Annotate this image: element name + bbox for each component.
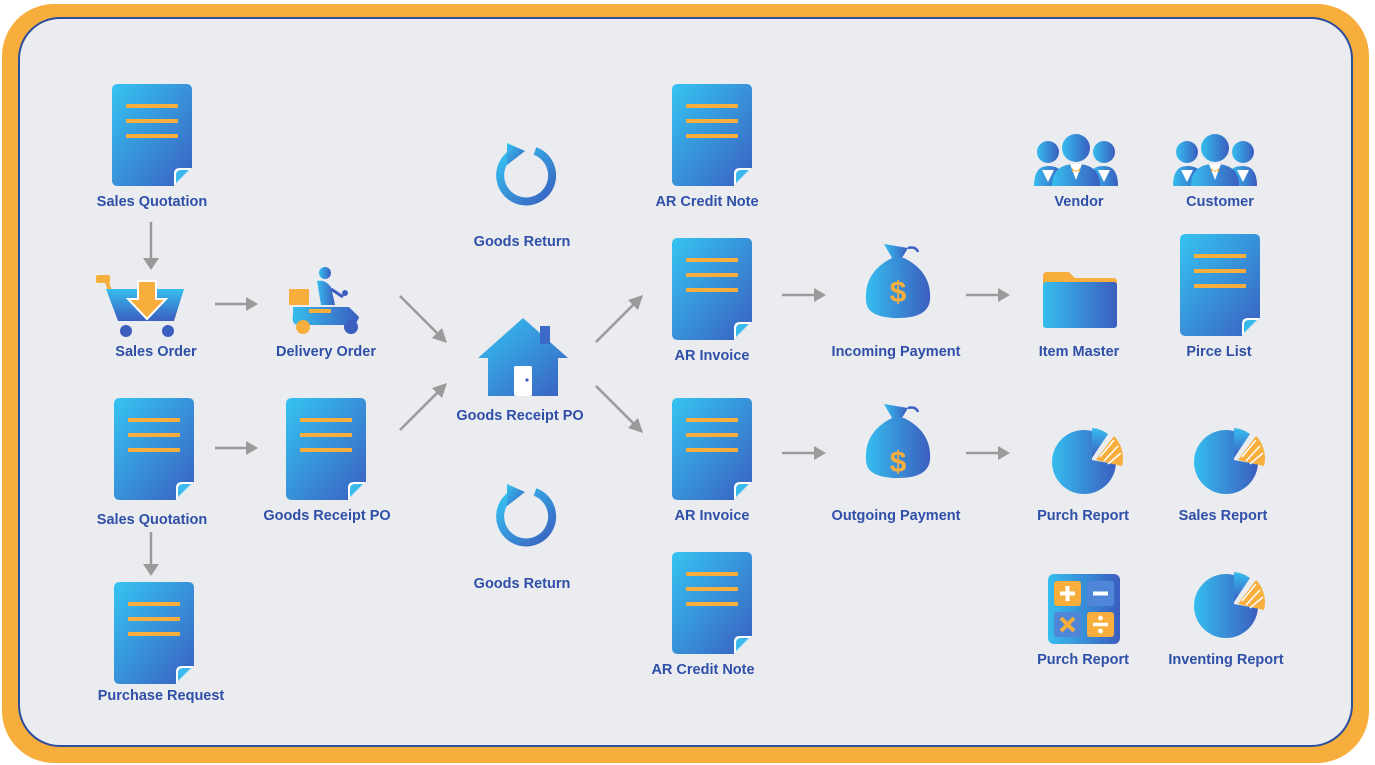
house-icon: [478, 318, 568, 396]
node-label-ar-invoice: AR Invoice: [674, 348, 750, 364]
money-bag-icon: $: [864, 402, 932, 480]
currency-symbol: $: [890, 446, 907, 479]
node-label-purchase-request: Purchase Request: [97, 688, 225, 704]
document-icon: [672, 552, 752, 654]
node-label-goods-receipt-po: Goods Receipt PO: [263, 508, 391, 524]
node-label-inventing-report: Inventing Report: [1168, 652, 1284, 668]
node-label-sales-quotation: Sales Quotation: [96, 194, 208, 210]
node-label-goods-return: Goods Return: [473, 576, 571, 592]
node-label-ar-credit-note: AR Credit Note: [651, 662, 755, 678]
node-label-goods-return: Goods Return: [473, 234, 571, 250]
people-group-icon: [1173, 134, 1257, 186]
node-label-vendor: Vendor: [1054, 194, 1104, 210]
shopping-cart-icon: [96, 275, 184, 337]
document-icon: [114, 398, 194, 500]
document-icon: [672, 238, 752, 340]
node-label-price-list: Pirce List: [1186, 344, 1252, 360]
node-label-item-master: Item Master: [1038, 344, 1120, 360]
document-icon: [286, 398, 366, 500]
node-label-purch-report: Purch Report: [1037, 652, 1129, 668]
node-label-sales-report: Sales Report: [1178, 508, 1268, 524]
node-label-outgoing-payment: Outgoing Payment: [831, 508, 961, 524]
node-label-delivery-order: Delivery Order: [276, 344, 376, 360]
document-icon: [114, 582, 194, 684]
node-label-goods-receipt-po: Goods Receipt PO: [456, 408, 584, 424]
node-label-purch-report: Purch Report: [1037, 508, 1129, 524]
arrow-delivery-to-center: [399, 295, 441, 337]
document-icon: [112, 84, 192, 186]
document-icon: [672, 84, 752, 186]
money-bag-icon: $: [864, 242, 932, 320]
folder-icon: [1043, 272, 1117, 328]
document-icon: [672, 398, 752, 500]
return-arrow-icon: [493, 141, 559, 207]
currency-symbol: $: [890, 276, 907, 309]
pie-chart-icon: [1193, 569, 1268, 639]
pie-chart-icon: [1051, 425, 1126, 495]
delivery-scooter-icon: [289, 267, 359, 334]
pie-chart-icon: [1193, 425, 1268, 495]
return-arrow-icon: [493, 482, 559, 548]
node-label-ar-invoice: AR Invoice: [674, 508, 750, 524]
calculator-icon: [1048, 574, 1120, 644]
arrow-receipt-to-center: [399, 389, 441, 431]
people-group-icon: [1034, 134, 1118, 186]
node-label-sales-quotation: Sales Quotation: [96, 512, 208, 528]
arrow-center-to-invoice-top: [595, 301, 637, 343]
arrow-center-to-invoice-bottom: [595, 385, 637, 427]
document-icon: [1180, 234, 1260, 336]
node-label-ar-credit-note: AR Credit Note: [655, 194, 759, 210]
node-label-incoming-payment: Incoming Payment: [831, 344, 961, 360]
node-label-sales-order: Sales Order: [115, 344, 197, 360]
node-label-customer: Customer: [1186, 194, 1254, 210]
